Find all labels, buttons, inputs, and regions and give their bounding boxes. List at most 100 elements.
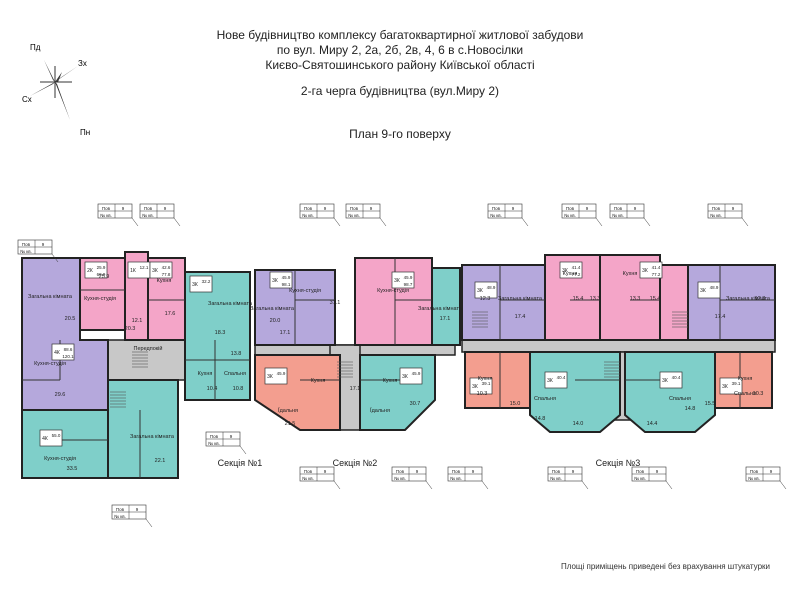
room-label: Спальня [669, 396, 691, 402]
badge-living-area: 48.9 [487, 285, 496, 290]
callout-apt-label: № кв. [114, 514, 126, 519]
callout-apt-label: № кв. [450, 476, 462, 481]
room-area: 15.5 [705, 401, 716, 407]
room-area: 17.1 [440, 316, 451, 322]
badge-frame [264, 367, 288, 385]
badge-rooms: 3К [562, 268, 568, 274]
room-area: 25.9 [99, 274, 110, 280]
badge-living-area: 40.4 [672, 375, 681, 380]
room-label: Кухня [563, 271, 578, 277]
room-label: Їдальня [370, 407, 390, 414]
badge-frame [544, 371, 568, 389]
callout-floor-label: Пов [396, 469, 405, 474]
section-label: Секція №2 [333, 458, 378, 468]
room-area: 17.4 [515, 314, 526, 320]
badge-rooms: 3К [402, 374, 408, 380]
apartment-badge-a10[interactable]: 3К 45.9 [399, 367, 423, 385]
callout-floor-value: 9 [656, 469, 659, 474]
room-label: Їдальня [278, 407, 298, 414]
badge-living-area: 45.9 [277, 371, 286, 376]
callout-apt-label: № кв. [208, 441, 220, 446]
callout-leader [239, 445, 247, 455]
room-label: Спальня [534, 396, 556, 402]
room-label: Кухня [383, 378, 398, 384]
badge-rooms: 3К [722, 384, 728, 390]
room-area: 33.5 [67, 466, 78, 472]
callout-leader [173, 217, 181, 227]
badge-rooms: 2К [87, 268, 93, 274]
callout-apt-label: № кв. [710, 213, 722, 218]
compass-label-n: Пд [30, 43, 41, 52]
callout-floor-label: Пов [614, 206, 623, 211]
callout-leader [643, 217, 651, 227]
callout-floor-value: 9 [472, 469, 475, 474]
badge-rooms: 3К [477, 288, 483, 294]
badge-living-area: 41.4 [652, 265, 661, 270]
callout-floor-value: 9 [732, 206, 735, 211]
badge-total-area: 98.7 [404, 282, 413, 287]
badge-frame [659, 371, 683, 389]
badge-living-area: 88.6 [64, 347, 73, 352]
room-area: 18.3 [215, 330, 226, 336]
callout-floor-label: Пов [304, 206, 313, 211]
callout-apt-label: № кв. [142, 213, 154, 218]
callout-floor-label: Пов [552, 469, 561, 474]
apartment-badge-a11[interactable]: 3К 48.9 [474, 281, 498, 299]
callout-floor-label: Пов [492, 206, 501, 211]
badge-rooms: 3К [472, 384, 478, 390]
callout-apt-label: № кв. [612, 213, 624, 218]
room-area: 17.1 [280, 330, 291, 336]
room-area: 13.8 [231, 351, 242, 357]
compass-label-w: Сх [22, 95, 32, 104]
section-label: Секція №1 [218, 458, 263, 468]
callout-floor-value: 9 [164, 206, 167, 211]
room-label: Кухня [478, 376, 493, 382]
callout-floor-label: Пов [636, 469, 645, 474]
room-area: 20.0 [270, 318, 281, 324]
callout-apt-label: № кв. [564, 213, 576, 218]
room-area: 13.3 [630, 296, 641, 302]
badge-total-area: 77.2 [572, 272, 581, 277]
room-area: 10.3 [753, 391, 764, 397]
room-area: 30.7 [410, 401, 421, 407]
callout-leader [379, 217, 387, 227]
compass-needle-n [44, 60, 55, 82]
callout-leader [481, 480, 489, 490]
compass-needle-e [55, 66, 78, 82]
room-label: Спальня [734, 391, 756, 397]
badge-frame [39, 429, 63, 447]
badge-living-area: 42.6 [162, 265, 171, 270]
callout-apt-label: № кв. [748, 476, 760, 481]
callout-floor-value: 9 [324, 206, 327, 211]
callout-leader [741, 217, 749, 227]
badge-living-area: 55.0 [52, 433, 61, 438]
room-area: 21.5 [285, 421, 296, 427]
badge-rooms: 3К [394, 278, 400, 284]
badge-living-area: 45.9 [412, 371, 421, 376]
apartment-a10b [431, 267, 461, 346]
